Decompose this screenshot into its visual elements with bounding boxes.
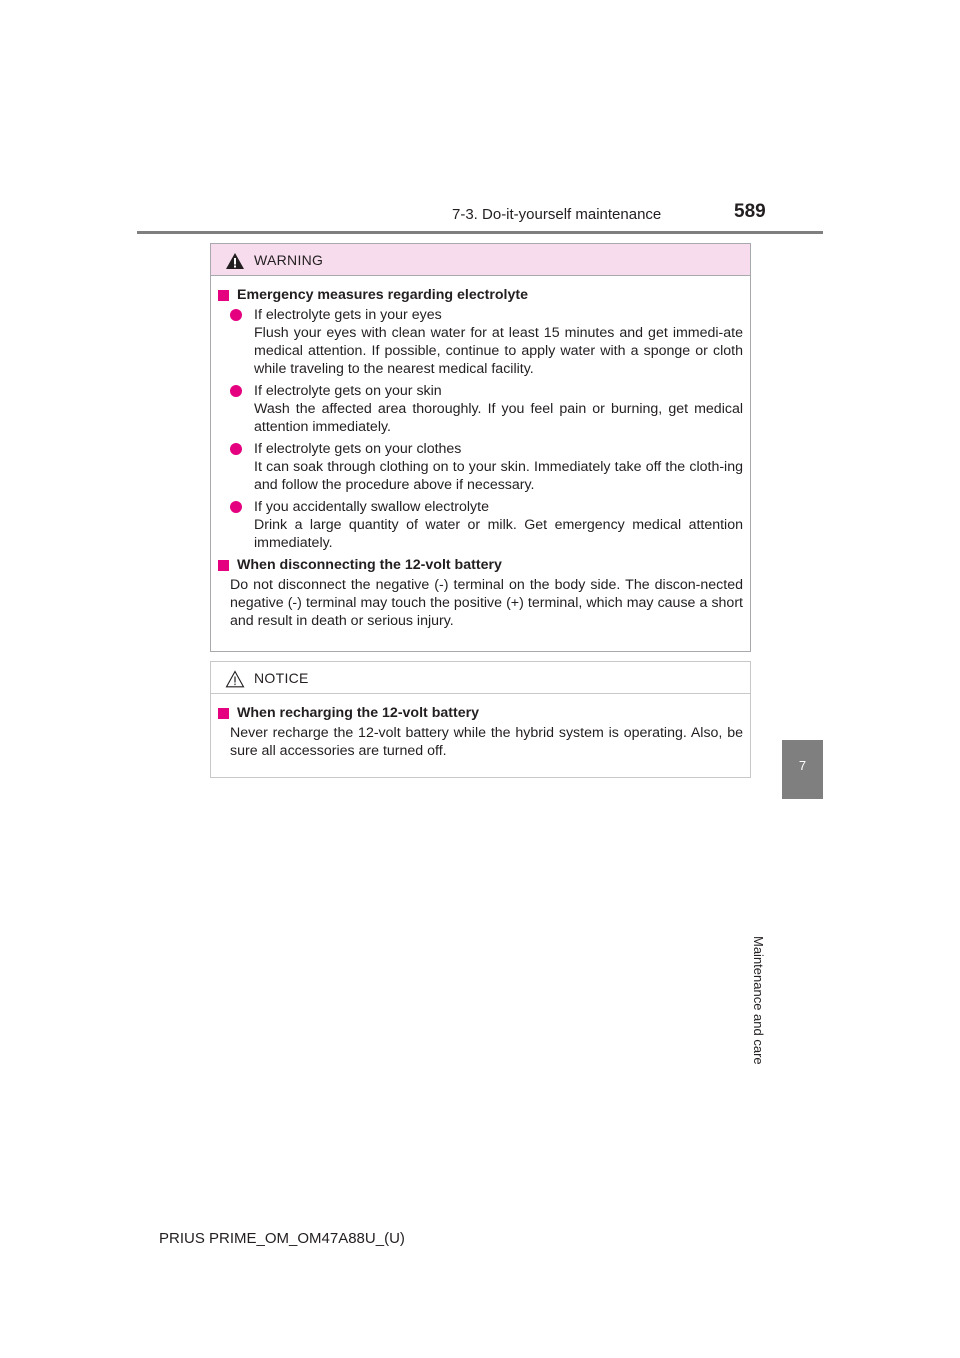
- list-item: If electrolyte gets on your skin Wash th…: [230, 382, 743, 436]
- round-bullet-icon: [230, 501, 242, 513]
- item-title: If electrolyte gets in your eyes: [254, 307, 442, 323]
- section-heading: Emergency measures regarding electrolyte: [237, 287, 528, 303]
- warning-title: WARNING: [254, 252, 324, 268]
- list-item: If electrolyte gets on your clothes It c…: [230, 440, 743, 494]
- warning-body: Emergency measures regarding electrolyte…: [211, 276, 750, 630]
- chapter-label: Maintenance and care: [751, 936, 766, 1065]
- section-heading: When disconnecting the 12-volt battery: [237, 557, 502, 573]
- header-rule: [137, 231, 823, 234]
- notice-body: When recharging the 12-volt battery Neve…: [211, 694, 750, 760]
- notice-box: NOTICE When recharging the 12-volt batte…: [210, 661, 751, 778]
- square-bullet-icon: [218, 708, 229, 719]
- item-text: It can soak through clothing on to your …: [254, 459, 743, 493]
- warning-section-electrolyte: Emergency measures regarding electrolyte: [218, 286, 743, 304]
- section-heading: When recharging the 12-volt battery: [237, 705, 480, 721]
- warning-box: WARNING Emergency measures regarding ele…: [210, 243, 751, 652]
- chapter-number: 7: [798, 758, 807, 773]
- item-title: If electrolyte gets on your skin: [254, 383, 442, 399]
- square-bullet-icon: [218, 290, 229, 301]
- notice-section-recharging: When recharging the 12-volt battery: [218, 704, 743, 722]
- square-bullet-icon: [218, 560, 229, 571]
- section-text: Do not disconnect the negative (-) termi…: [230, 577, 743, 629]
- warning-section-disconnecting: When disconnecting the 12-volt battery: [218, 556, 743, 574]
- round-bullet-icon: [230, 309, 242, 321]
- round-bullet-icon: [230, 443, 242, 455]
- list-item: If electrolyte gets in your eyes Flush y…: [230, 306, 743, 378]
- item-text: Drink a large quantity of water or milk.…: [254, 517, 743, 551]
- warning-triangle-icon: [226, 253, 244, 269]
- list-item: If you accidentally swallow electrolyte …: [230, 498, 743, 552]
- warning-header: WARNING: [211, 244, 750, 276]
- item-title: If electrolyte gets on your clothes: [254, 441, 462, 457]
- page-number: 589: [734, 201, 766, 222]
- notice-header: NOTICE: [211, 662, 750, 694]
- chapter-tab: 7: [782, 740, 823, 799]
- notice-title: NOTICE: [254, 670, 309, 686]
- footer-doc-id: PRIUS PRIME_OM_OM47A88U_(U): [159, 1230, 405, 1247]
- round-bullet-icon: [230, 385, 242, 397]
- header-section-title: 7-3. Do-it-yourself maintenance: [452, 206, 662, 223]
- item-text: Flush your eyes with clean water for at …: [254, 325, 743, 377]
- item-text: Wash the affected area thoroughly. If yo…: [254, 401, 743, 435]
- item-title: If you accidentally swallow electrolyte: [254, 499, 489, 515]
- notice-triangle-icon: [225, 670, 245, 688]
- section-text: Never recharge the 12-volt battery while…: [230, 725, 743, 759]
